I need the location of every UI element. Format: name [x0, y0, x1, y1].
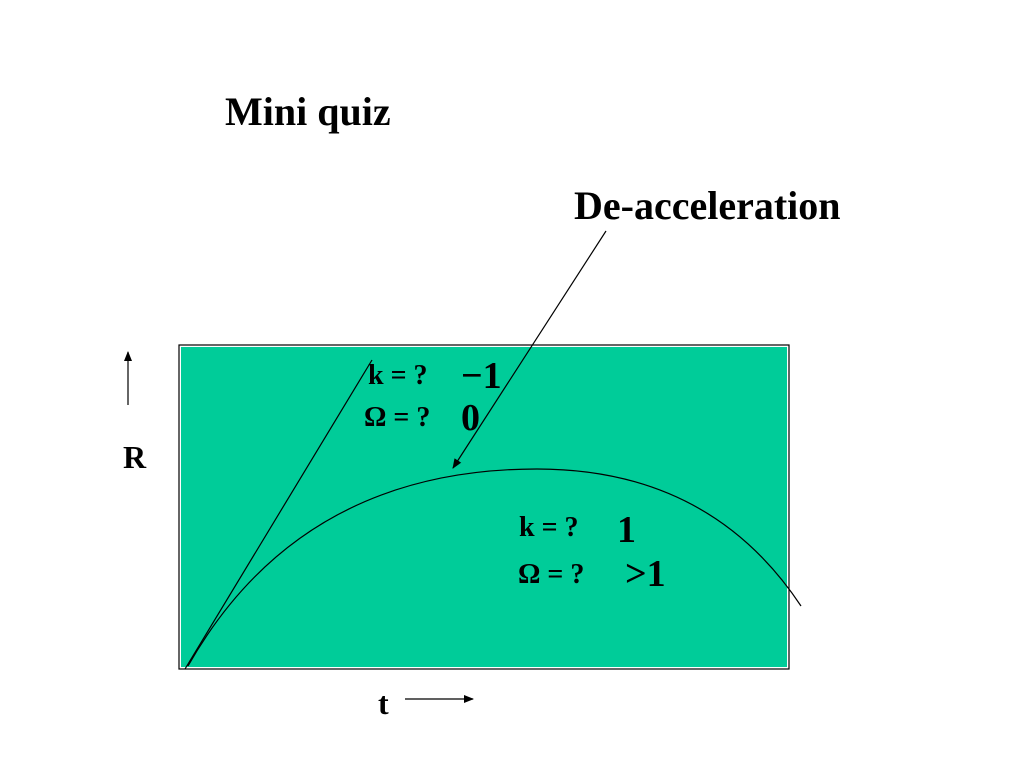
x-axis-label: t [378, 685, 389, 721]
callout-arrow [452, 230, 607, 469]
open-universe-line [184, 359, 373, 670]
callout-label: De-acceleration [574, 183, 841, 228]
closed-k-answer: 1 [617, 509, 636, 551]
panel [181, 347, 787, 667]
closed-omega-answer: >1 [625, 553, 666, 595]
open-omega-answer: 0 [461, 397, 480, 439]
panel-border [178, 344, 790, 670]
slide-title: Mini quiz [225, 89, 391, 134]
closed-k-prompt: k = ? [519, 512, 579, 543]
closed-omega-prompt: Ω = ? [518, 559, 585, 590]
open-omega-prompt: Ω = ? [364, 402, 431, 433]
open-k-prompt: k = ? [368, 360, 428, 391]
open-k-answer: −1 [461, 355, 502, 397]
closed-universe-curve [187, 468, 802, 667]
y-axis-label: R [123, 439, 147, 475]
